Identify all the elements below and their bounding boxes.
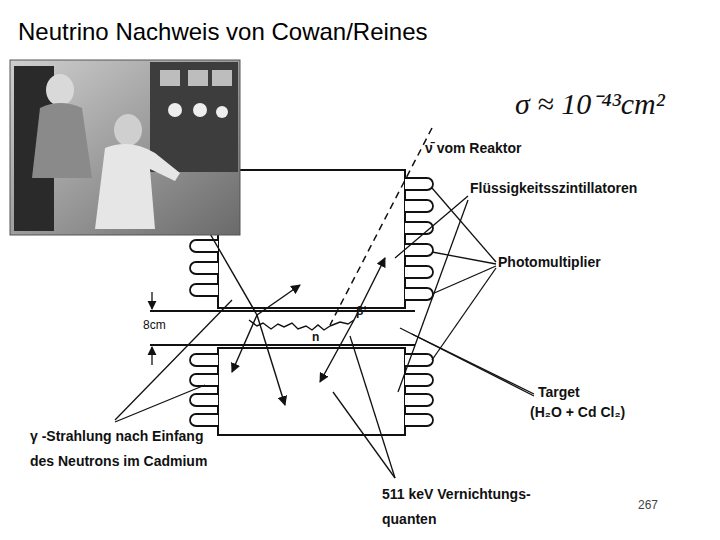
beam-label: ν̄ vom Reaktor: [425, 140, 521, 156]
formula: σ ≈ 10⁻⁴³cm²: [515, 82, 665, 123]
particle-label: β⁺: [356, 302, 367, 319]
gamma-rays: [205, 225, 385, 405]
slide-title: Neutrino Nachweis von Cowan/Reines: [18, 18, 428, 46]
part-label: Flüssigkeitsszintillatoren: [470, 180, 637, 196]
particle-label: n: [312, 330, 319, 344]
photo: [10, 60, 240, 235]
page-number: 267: [638, 498, 658, 512]
neutrino-track: [330, 128, 432, 325]
note-label: γ -Strahlung nach Einfang des Neutrons i…: [30, 424, 220, 474]
part-label: (H₂O + Cd Cl₂): [530, 404, 625, 420]
note-label: 511 keV Vernichtungs- quanten: [382, 482, 567, 532]
part-label: Photomultiplier: [498, 254, 601, 270]
positron-track: [330, 320, 354, 326]
part-label: Target: [538, 384, 580, 400]
dimension-label: 8cm: [143, 318, 166, 332]
